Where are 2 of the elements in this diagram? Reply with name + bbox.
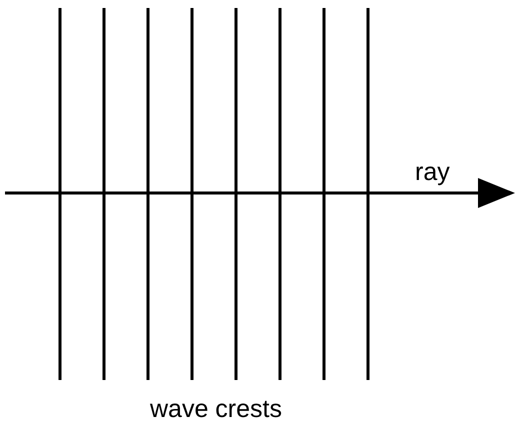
ray-label: ray [415, 160, 450, 185]
wave-crests-label: wave crests [150, 397, 282, 422]
